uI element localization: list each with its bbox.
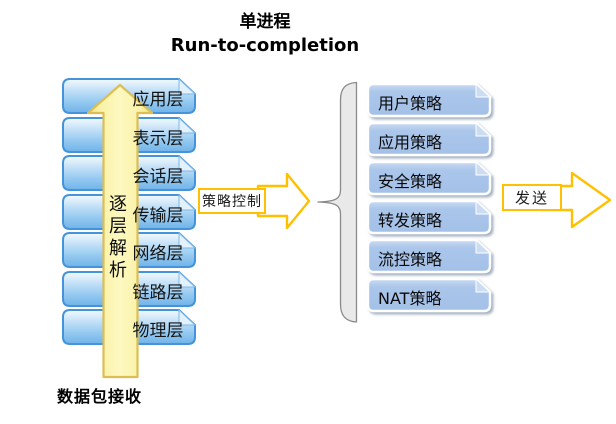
send-label: 发送 [514, 189, 549, 207]
layer-label-session: 会话层 [132, 167, 184, 187]
brace-shape [317, 81, 358, 323]
policy-label-forward: 转发策略 [378, 211, 443, 230]
layer-label-presentation: 表示层 [132, 129, 184, 149]
parse-up-arrow-shape [86, 83, 154, 379]
policy-list-shapes [366, 82, 492, 313]
policy-label-app: 应用策略 [378, 133, 443, 152]
policy-control-label-box: 策略控制 [198, 188, 266, 214]
policy-control-label: 策略控制 [202, 194, 262, 210]
diagram-title: 单进程 Run-to-completion [150, 11, 380, 57]
parse-arrow-label: 逐层解析 [106, 194, 127, 282]
layer-label-link: 链路层 [132, 283, 184, 303]
policy-label-security: 安全策略 [378, 172, 443, 191]
packet-receive-label: 数据包接收 [57, 387, 143, 406]
layer-label-application: 应用层 [132, 90, 184, 110]
policy-label-nat: NAT策略 [378, 289, 442, 308]
policy-label-flowctl: 流控策略 [378, 250, 443, 269]
layer-label-transport: 传输层 [132, 206, 184, 226]
layer-label-physical: 物理层 [132, 321, 184, 341]
diagram-title-cn: 单进程 [239, 12, 291, 32]
policy-label-user: 用户策略 [378, 94, 443, 113]
send-label-box: 发送 [502, 184, 562, 211]
diagram-title-en: Run-to-completion [170, 35, 360, 56]
layer-label-network: 网络层 [132, 244, 184, 264]
policy-control-arrow-shape [256, 172, 311, 230]
